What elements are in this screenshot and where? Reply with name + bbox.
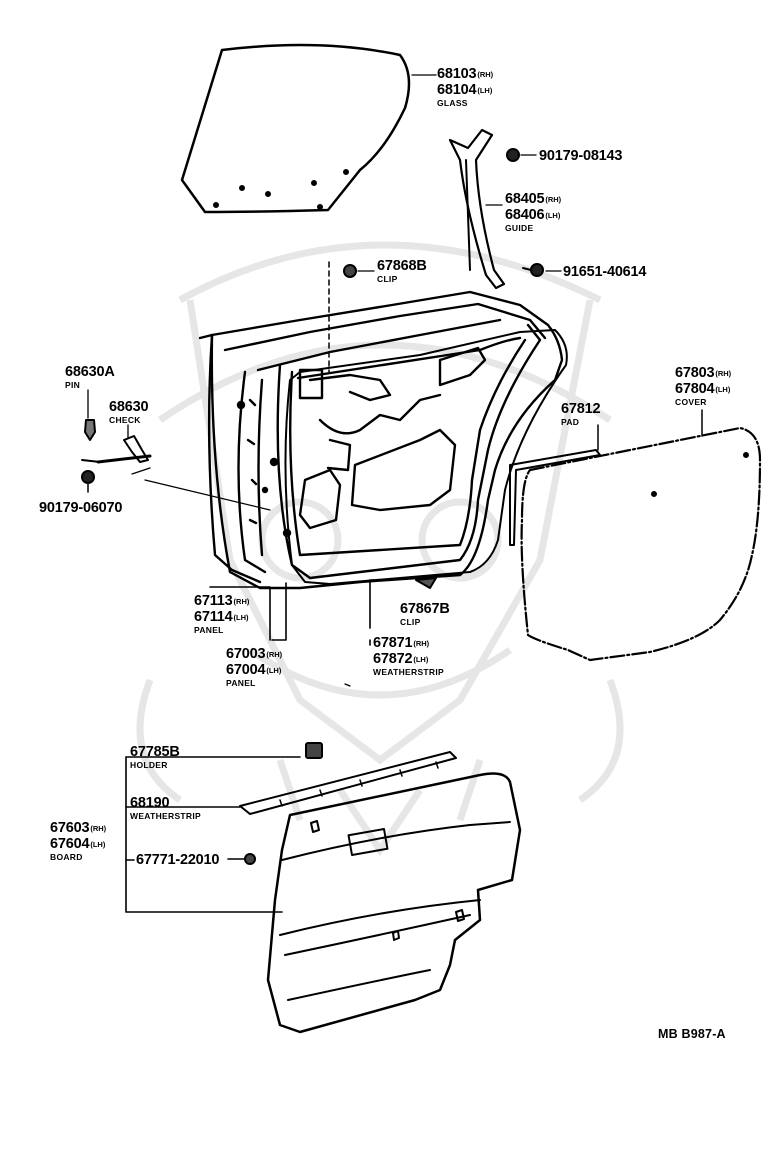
callout-pad: 67812 PAD [561,401,601,427]
callout-weatherstrip-belt: 68190 WEATHERSTRIP [130,795,201,821]
callout-cover: 67803(RH) 67804(LH) COVER [675,365,732,407]
bolt-top-icon [506,148,520,162]
callout-pin: 68630A PIN [65,364,115,390]
callout-clip-top: 67868B CLIP [377,258,427,284]
bolt-guide-icon [522,263,544,277]
callout-weatherstrip-door: 67871(RH) 67872(LH) WEATHERSTRIP [373,635,444,677]
door-weatherstrip-drawing [284,329,568,585]
callout-clip-board: 67771-22010 [136,852,220,868]
guide-drawing [448,128,506,290]
callout-panel: 67003(RH) 67004(LH) PANEL [226,646,283,688]
callout-glass: 68103(RH) 68104(LH) GLASS [437,66,494,108]
callout-board: 67603(RH) 67604(LH) BOARD [50,820,107,862]
door-panel-drawing [198,290,564,590]
callout-guide: 68405(RH) 68406(LH) GUIDE [505,191,562,233]
clip-top-icon [343,264,357,278]
glass-drawing [180,43,411,214]
diagram-reference: MB B987-A [658,1027,726,1041]
callout-check: 68630 CHECK [109,399,149,425]
callout-bolt-top: 90179-08143 [539,148,623,164]
cover-drawing [520,426,762,662]
callout-holder: 67785B HOLDER [130,744,180,770]
board-drawing [266,772,522,1034]
pin-icon [84,419,96,441]
pad-drawing [509,449,601,546]
holder-icon [305,742,323,759]
clip-board-icon [244,853,256,865]
clip-bottom-icon [415,577,437,589]
callout-clip-bottom: 67867B CLIP [400,601,450,627]
belt-weatherstrip-drawing [239,751,457,815]
callout-bolt-guide: 91651-40614 [563,264,647,280]
check-drawing [81,435,271,511]
callout-panel-inner: 67113(RH) 67114(LH) PANEL [194,593,250,635]
bolt-check-icon [81,470,95,484]
callout-bolt-check: 90179-06070 [39,500,123,516]
